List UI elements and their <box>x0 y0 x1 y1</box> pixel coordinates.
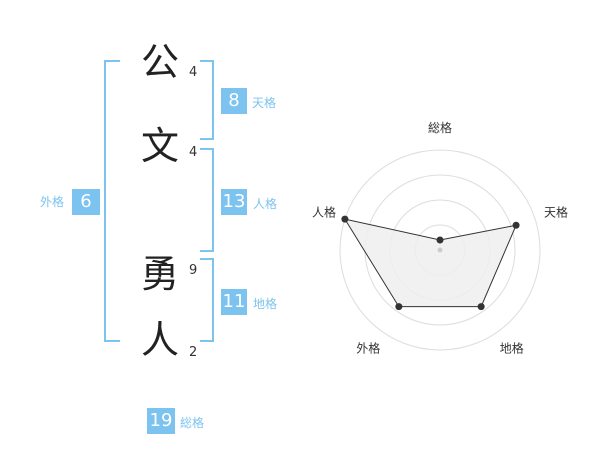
radar-center-dot <box>437 247 443 253</box>
gaikaku-bracket <box>104 60 120 342</box>
chikaku-badge: 11 <box>221 289 247 315</box>
radar-point-2 <box>512 221 520 229</box>
name-char-3: 勇 <box>140 252 179 296</box>
radar-point-1 <box>436 236 444 244</box>
stroke-count-3: 9 <box>189 263 198 278</box>
radar-axis-label-1: 総格 <box>428 120 452 135</box>
radar-point-3 <box>477 303 485 311</box>
radar-series-polygon <box>343 218 517 308</box>
gaikaku-badge: 6 <box>72 189 100 215</box>
tenkaku-badge: 8 <box>221 88 247 114</box>
stroke-count-2: 4 <box>189 145 198 160</box>
tenkaku-label: 天格 <box>252 96 277 110</box>
radar-axis-label-3: 地格 <box>500 341 524 356</box>
tenkaku-bracket <box>200 60 214 140</box>
stroke-count-4: 2 <box>189 345 198 360</box>
name-char-2: 文 <box>140 124 179 168</box>
name-char-1: 公 <box>140 40 179 84</box>
radar-axis-label-5: 人格 <box>312 204 336 219</box>
radar-point-5 <box>341 215 349 223</box>
radar-axis-label-4: 外格 <box>356 341 380 356</box>
soukaku-badge: 19 <box>147 408 175 434</box>
name-char-4: 人 <box>140 318 179 362</box>
jinkaku-badge: 13 <box>221 189 247 215</box>
jinkaku-label: 人格 <box>253 197 278 211</box>
jinkaku-bracket <box>200 148 214 252</box>
stroke-count-1: 4 <box>189 65 198 80</box>
radar-axis-label-2: 天格 <box>544 204 568 219</box>
gaikaku-label: 外格 <box>40 195 65 209</box>
radar-point-4 <box>395 303 403 311</box>
soukaku-label: 総格 <box>180 416 205 430</box>
chikaku-label: 地格 <box>253 297 278 311</box>
chikaku-bracket <box>200 258 214 342</box>
